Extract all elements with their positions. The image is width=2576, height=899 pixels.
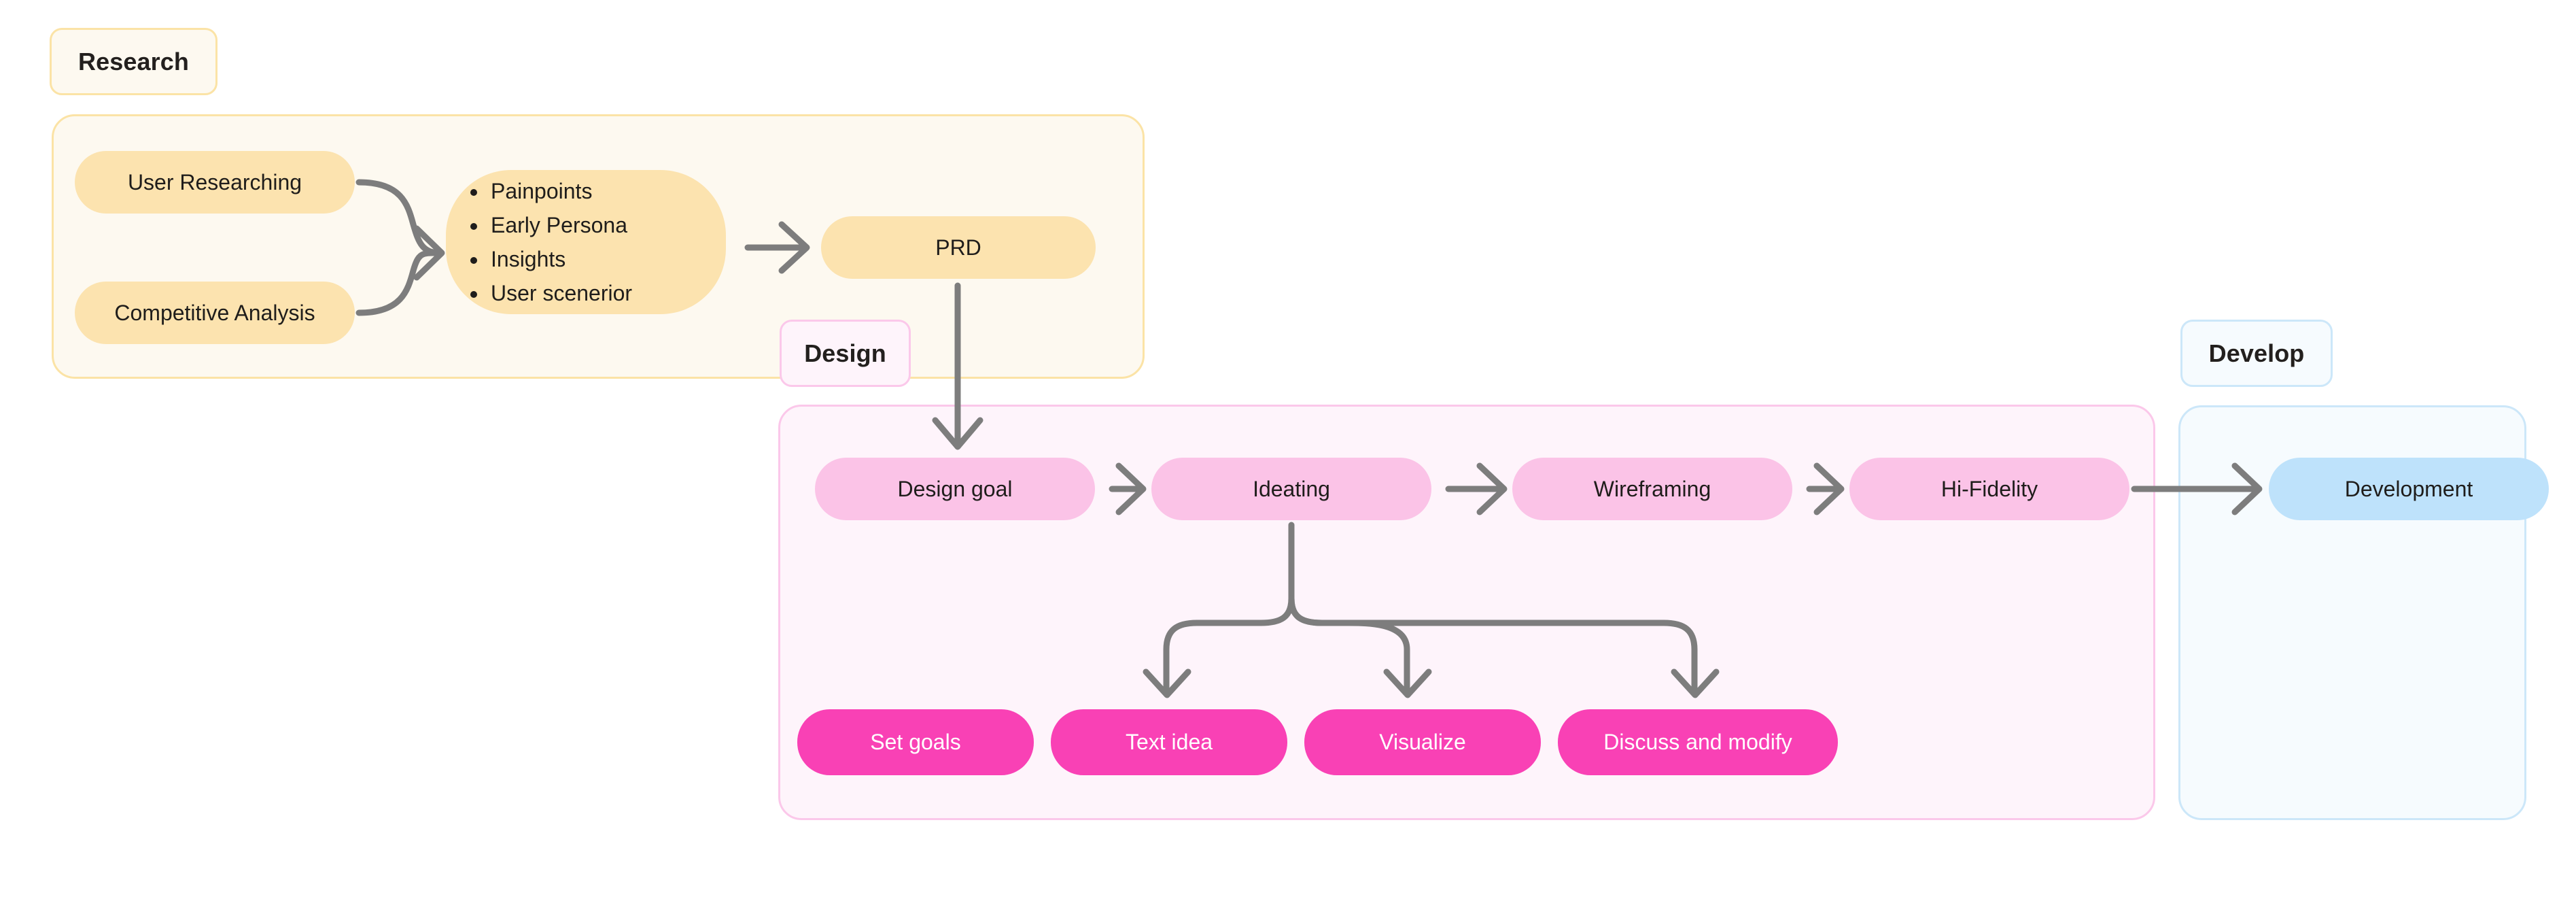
list-item: Insights — [488, 242, 632, 276]
node-competitive-analysis[interactable]: Competitive Analysis — [75, 282, 355, 344]
node-design-goal[interactable]: Design goal — [815, 458, 1095, 520]
list-item: Painpoints — [488, 174, 632, 208]
group-badge-research[interactable]: Research — [50, 28, 217, 95]
node-visualize[interactable]: Visualize — [1304, 709, 1541, 775]
research-outputs-list: Painpoints Early Persona Insights User s… — [446, 174, 632, 311]
node-research-outputs[interactable]: Painpoints Early Persona Insights User s… — [446, 170, 726, 314]
node-hi-fidelity[interactable]: Hi-Fidelity — [1849, 458, 2129, 520]
group-badge-design[interactable]: Design — [780, 320, 911, 387]
node-discuss-and-modify[interactable]: Discuss and modify — [1558, 709, 1838, 775]
node-text-idea[interactable]: Text idea — [1051, 709, 1287, 775]
group-badge-develop[interactable]: Develop — [2180, 320, 2333, 387]
list-item: User scenerior — [488, 276, 632, 310]
node-prd[interactable]: PRD — [821, 216, 1096, 279]
list-item: Early Persona — [488, 208, 632, 242]
node-ideating[interactable]: Ideating — [1151, 458, 1431, 520]
node-development[interactable]: Development — [2269, 458, 2549, 520]
node-set-goals[interactable]: Set goals — [797, 709, 1034, 775]
node-user-researching[interactable]: User Researching — [75, 151, 355, 214]
node-wireframing[interactable]: Wireframing — [1512, 458, 1792, 520]
